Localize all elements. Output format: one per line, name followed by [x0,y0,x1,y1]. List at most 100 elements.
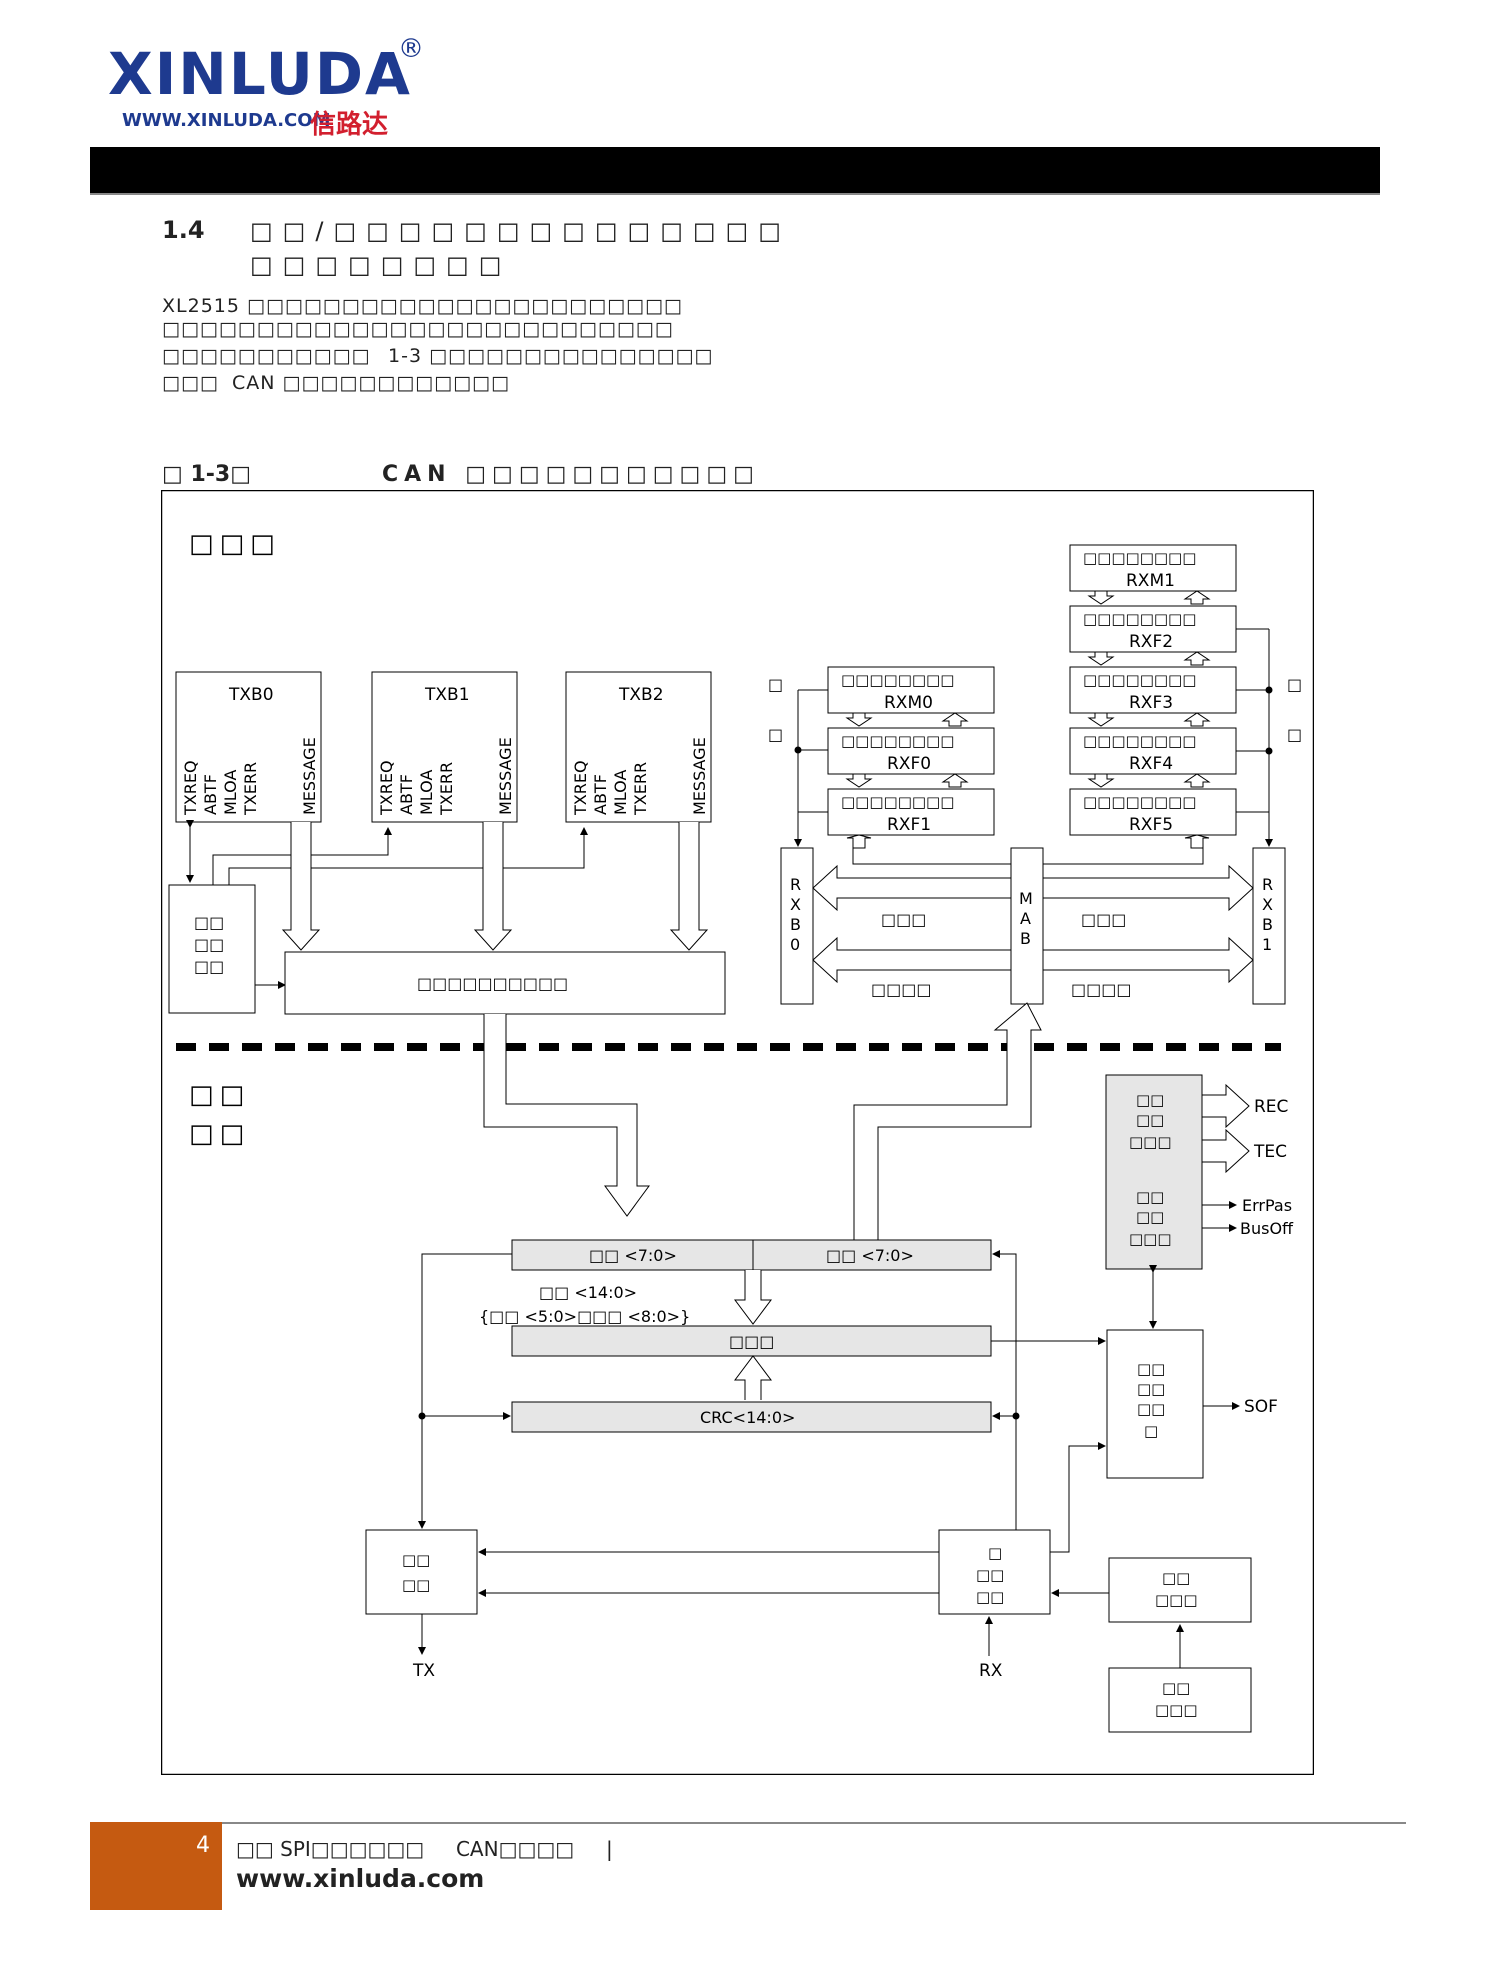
err-label: □□□ [1129,1230,1172,1248]
filter-name: RXF4 [1129,754,1173,774]
tx-buffer-name: TXB2 [618,685,664,705]
section-title-line2: □□□□□□□□ [250,251,512,279]
filter-name: RXF5 [1129,815,1173,835]
rxm-link-right [1043,848,1204,865]
txb2-message-arrow [669,822,709,951]
rx-buffer-1: R X B 1 [1252,847,1286,1005]
fsm-label: □□ [1137,1360,1165,1378]
tx-buffer-1: TXB1 TXREQ ABTF MLOA TXERR MESSAGE [371,671,518,823]
tx-message: MESSAGE [300,737,319,815]
filter-caption: □□□□□□□□ [841,793,954,811]
filter-rxm1: □□□□□□□□ RXM1 [1069,544,1237,592]
shift-to-compare-arrow [734,1270,772,1325]
filter-rxf4: □□□□□□□□ RXF4 [1069,727,1237,775]
filter-name: RXM1 [1126,571,1175,591]
tx-reg-abtf: ABTF [201,774,220,815]
priority-control-box: □□ □□ □□ [168,884,256,1014]
crc-register: CRC<14:0> [511,1401,992,1433]
filter-rxf1: □□□□□□□□ RXF1 [827,788,995,836]
bit-timing-box: □ □□ □□ [938,1529,1051,1615]
config-register-box: □□ □□□ [1108,1557,1252,1623]
err-label: □□ [1136,1188,1164,1206]
filter-rxf0: □□□□□□□□ RXF0 [827,727,995,775]
logo-brand: XINLUDA [108,40,412,108]
accept-right-2: □ [1287,725,1302,744]
tx-reg-mloa: MLOA [611,770,630,815]
rx-buffer-0: R X B 0 [780,847,814,1005]
shift-right-label: □□ <7:0> [826,1246,914,1265]
filter-rxm0: □□□□□□□□ RXM0 [827,666,995,714]
shift-register-left: □□ <7:0> [511,1239,754,1271]
mab-char: A [1020,909,1031,928]
tx-message: MESSAGE [690,737,709,815]
filter-caption: □□□□□□□□ [841,671,954,689]
bus-label-left-2: □□□□ [871,980,931,999]
queue-to-shift-arrow [483,1014,650,1217]
tx-message: MESSAGE [496,737,515,815]
config-label: □□ [1162,1569,1190,1587]
accept-right-1: □ [1287,675,1302,694]
rxb1-char: B [1262,915,1273,934]
tx-logic-feeds [418,1253,512,1529]
tx-buffer-name: TXB1 [424,685,470,705]
txb0-message-arrow [281,822,321,951]
tx-reg-txreq: TXREQ [377,760,396,816]
brand-logo: XINLUDA ® WWW.XINLUDA.COM 信路达 [108,34,438,140]
footer-title: □□ SPI□□□□□□ CAN□□□□ | [236,1837,613,1861]
filter-caption: □□□□□□□□ [1083,793,1196,811]
filter-rxf3: □□□□□□□□ RXF3 [1069,666,1237,714]
fsm-label: □□ [1137,1400,1165,1418]
footer-url[interactable]: www.xinluda.com [236,1864,485,1893]
section-title-line1: □□/□□□□□□□□□□□□□□ [250,217,791,245]
sof-label: SOF [1244,1397,1278,1417]
footer-rule [222,1822,1406,1824]
filter-caption: □□□□□□□□ [1083,549,1196,567]
config-label: □□□ [1155,1591,1198,1609]
bus-label-left-1: □□□ [881,910,926,929]
tx-buffer-name: TXB0 [228,685,274,705]
filter-chain-arrows [845,590,1211,788]
filter-caption: □□□□□□□□ [1083,732,1196,750]
mab-char: B [1020,929,1031,948]
tx-logic-label: □□ [402,1576,430,1594]
crc-to-compare-arrow [734,1355,772,1400]
rxb0-char: X [790,895,801,914]
zone-bottom-label-2: □□ [189,1119,250,1149]
rx-pin-label: RX [979,1661,1003,1681]
err-label: □□ [1136,1091,1164,1109]
tx-reg-mloa: MLOA [221,770,240,815]
fsm-label: □ [1144,1422,1158,1440]
fsm-label: □□ [1137,1380,1165,1398]
txb1-message-arrow [473,822,513,951]
rec-label: REC [1254,1097,1288,1117]
body-line-4a: □□□ [162,372,219,394]
tx-logic-label: □□ [402,1551,430,1569]
tx-pin-label: TX [412,1661,435,1681]
rxb0-char: B [790,915,801,934]
clock-label: □□ [1162,1679,1190,1697]
rxb1-char: R [1262,875,1273,894]
filter-rxf2: □□□□□□□□ RXF2 [1069,605,1237,653]
priority-label-3: □□ [194,957,224,976]
err-label: □□ [1136,1111,1164,1129]
logo-registered: ® [398,34,424,64]
figure-caption-prefix: □ 1-3□ [162,462,251,487]
bit-timing-feeds [992,1250,1106,1553]
filter-name: RXM0 [884,693,933,713]
header-rule [90,193,1380,195]
can-block-diagram: □□□ □□ □□ TXB0 TXREQ ABTF MLOA TXERR MES… [160,489,1315,1776]
tx-buffer-0: TXB0 TXREQ ABTF MLOA TXERR MESSAGE [175,671,322,823]
err-label: □□□ [1129,1133,1172,1151]
tx-reg-mloa: MLOA [417,770,436,815]
clock-label: □□□ [1155,1701,1198,1719]
body-line-2: □□□□□□□□□□□□□□□□□□□□□□□□□□□ [162,318,674,340]
busoff-label: BusOff [1240,1219,1294,1238]
mab-bus-arrows [812,834,1254,984]
shift-to-mab-arrow [853,1002,1042,1240]
err-label: □□ [1136,1208,1164,1226]
logo-url: WWW.XINLUDA.COM [122,110,331,131]
accept-left-2: □ [768,725,783,744]
tx-reg-txerr: TXERR [437,762,456,816]
figure-caption-title: CAN □□□□□□□□□□□ [382,462,760,487]
body-line-4b: CAN □□□□□□□□□□□□ [232,372,510,394]
